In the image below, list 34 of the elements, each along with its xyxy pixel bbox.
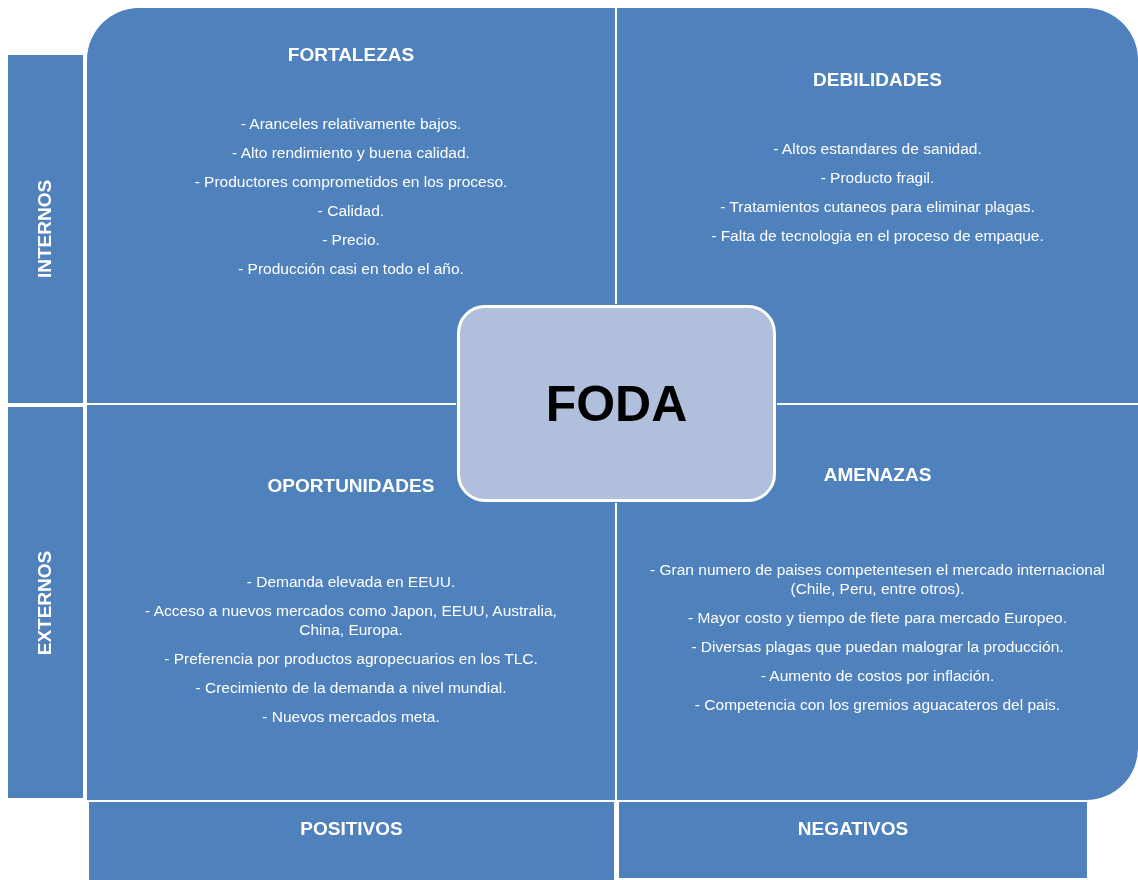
bullet-item: - Acceso a nuevos mercados como Japon, EEUU, Australia, China, Europa. <box>144 601 558 639</box>
bullet-item: - Precio. <box>321 230 381 249</box>
bullet-item: - Nuevos mercados meta. <box>261 707 441 726</box>
quadrant-heading: DEBILIDADES <box>812 69 943 91</box>
center-title: FODA <box>545 374 688 433</box>
category-label: NEGATIVOS <box>797 818 909 841</box>
bullet-item: - Producto fragil. <box>819 168 936 187</box>
side-label-band <box>8 407 83 798</box>
side-label-band <box>8 55 83 403</box>
bullet-item: - Productores comprometidos en los proceso. <box>193 172 509 191</box>
bullet-item: - Gran numero de paises competentesen el mercado internacional (Chile, Peru, entre otros). <box>649 560 1106 598</box>
bullet-item: - Crecimiento de la demanda a nivel mundial. <box>194 678 508 697</box>
bullet-item: - Altos estandares de sanidad. <box>772 139 983 158</box>
quadrant-heading: AMENAZAS <box>822 464 933 486</box>
category-label: POSITIVOS <box>300 818 403 841</box>
bullet-item: - Alto rendimiento y buena calidad. <box>231 143 471 162</box>
bullet-item: - Calidad. <box>316 201 386 220</box>
bottom-label-band <box>89 802 614 880</box>
category-label: INTERNOS <box>34 179 57 279</box>
bullet-item: - Mayor costo y tiempo de flete para mercado Europeo. <box>686 608 1069 627</box>
quadrant-heading: OPORTUNIDADES <box>266 475 436 497</box>
center-box <box>457 305 776 502</box>
bottom-label-band <box>619 802 1087 878</box>
bullet-item: - Producción casi en todo el año. <box>237 259 465 278</box>
bullet-item: - Falta de tecnologia en el proceso de empaque. <box>710 226 1045 245</box>
bullet-item: - Aranceles relativamente bajos. <box>239 114 463 133</box>
bullet-item: - Aumento de costos por inflación. <box>759 666 996 685</box>
quadrant-heading: FORTALEZAS <box>286 44 416 66</box>
bullet-item: - Demanda elevada en EEUU. <box>245 572 457 591</box>
bullet-item: - Competencia con los gremios aguacateros del pais. <box>693 695 1062 714</box>
bullet-item: - Preferencia por productos agropecuarios en los TLC. <box>163 649 539 668</box>
bullet-item: - Tratamientos cutaneos para eliminar plagas. <box>719 197 1036 216</box>
bullet-item: - Diversas plagas que puedan malograr la producción. <box>690 637 1065 656</box>
category-label: EXTERNOS <box>34 550 57 655</box>
